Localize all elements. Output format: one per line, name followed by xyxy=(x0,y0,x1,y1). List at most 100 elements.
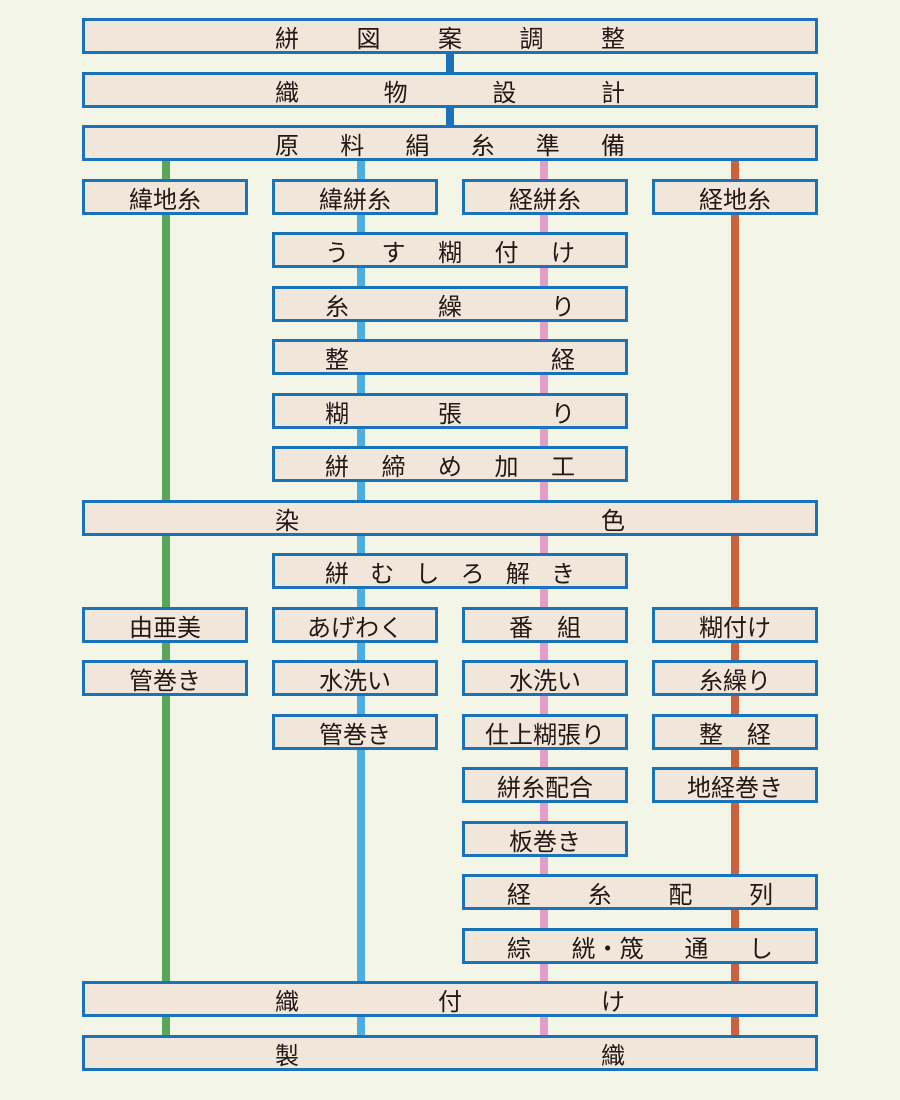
weft-kasuri-step: 水洗い xyxy=(272,660,438,696)
char: 備 xyxy=(600,131,625,160)
warp-kasuri-line xyxy=(540,160,548,1035)
step-char: 水洗い xyxy=(319,666,391,695)
step-char: き xyxy=(550,559,575,588)
warp-ground-thread: 経地糸 xyxy=(652,179,818,215)
step-char: け xyxy=(551,238,575,267)
step-kasuri-design: 絣 図 案 調 整 xyxy=(82,18,818,54)
step-char: 糸 xyxy=(325,292,349,321)
step-char: 整 xyxy=(325,345,349,374)
weft-kasuri-thread: 緯絣糸 xyxy=(272,179,438,215)
step-warping: 整経 xyxy=(272,339,628,375)
char: 調 xyxy=(519,24,544,53)
step-char: 絣 xyxy=(325,452,349,481)
step-char: す xyxy=(381,238,406,267)
char: 案 xyxy=(438,24,462,53)
step-char: め xyxy=(438,452,462,481)
char: 準 xyxy=(535,131,560,160)
step-binding: 絣締め加工 xyxy=(272,446,628,482)
step-char: 由亜美 xyxy=(129,613,201,642)
char: 絣 xyxy=(275,24,299,53)
warp-ground-line xyxy=(731,160,739,1035)
step-char: 糸 xyxy=(587,880,612,909)
step-starching: 糊張り xyxy=(272,393,628,429)
step-char: 織 xyxy=(601,1041,625,1070)
step-char: 工 xyxy=(551,452,575,481)
warp-ground-step: 整 経 xyxy=(652,714,818,750)
step-char: り xyxy=(551,292,575,321)
step-char: 緯地糸 xyxy=(129,185,201,214)
step-char: し xyxy=(415,559,440,588)
weft-ground-thread: 緯地糸 xyxy=(82,179,248,215)
warp-kasuri-step: 番 組 xyxy=(462,607,628,643)
step-char: 絣 xyxy=(325,559,349,588)
char: 原 xyxy=(275,131,299,160)
warp-kasuri-step: 板巻き xyxy=(462,821,628,857)
step-weaving: 製織 xyxy=(82,1035,818,1071)
step-material-prep: 原 料 絹 糸 準 備 xyxy=(82,125,818,161)
step-char: 繰 xyxy=(438,292,462,321)
step-char: し xyxy=(748,934,773,963)
weft-kasuri-line xyxy=(357,160,365,1035)
step-char: 番 組 xyxy=(509,613,581,642)
warp-ground-step: 糸繰り xyxy=(652,660,818,696)
step-char: あげわく xyxy=(307,613,403,642)
step-char: 糊 xyxy=(438,238,462,267)
step-char: 製 xyxy=(275,1041,299,1070)
step-char: 配 xyxy=(668,880,693,909)
step-dyeing: 染色 xyxy=(82,500,818,536)
warp-kasuri-thread: 経絣糸 xyxy=(462,179,628,215)
char: 絹 xyxy=(405,131,430,160)
step-char: 締 xyxy=(381,452,406,481)
step-char: 管巻き xyxy=(129,666,201,695)
step-char: 絖・筬 xyxy=(571,934,644,963)
step-char: 付 xyxy=(438,987,462,1016)
step-char: 緯絣糸 xyxy=(319,185,391,214)
weft-ground-step: 由亜美 xyxy=(82,607,248,643)
char: 整 xyxy=(601,24,625,53)
warp-kasuri-step: 仕上糊張り xyxy=(462,714,628,750)
step-char: 管巻き xyxy=(319,720,391,749)
step-char: 板巻き xyxy=(509,827,581,856)
char: 設 xyxy=(492,78,517,107)
step-weaving-design: 織 物 設 計 xyxy=(82,72,818,108)
step-char: 張 xyxy=(438,399,462,428)
char: 計 xyxy=(600,78,625,107)
step-char: 経地糸 xyxy=(699,185,771,214)
warp-ground-step: 糊付け xyxy=(652,607,818,643)
weft-ground-line xyxy=(162,160,170,1035)
step-loom-setup: 織付け xyxy=(82,981,818,1017)
step-char: 糸繰り xyxy=(699,666,771,695)
step-char: け xyxy=(601,987,625,1016)
step-threading: 綜 絖・筬 通 し xyxy=(462,928,818,964)
step-char: 色 xyxy=(601,506,625,535)
weft-ground-step: 管巻き xyxy=(82,660,248,696)
step-char: 列 xyxy=(748,880,773,909)
step-light-sizing: うす糊付け xyxy=(272,232,628,268)
step-char: 解 xyxy=(505,559,530,588)
step-char: 糊 xyxy=(325,399,349,428)
step-char: 綜 xyxy=(507,934,531,963)
step-char: 通 xyxy=(684,934,709,963)
step-char: ろ xyxy=(460,559,485,588)
step-char: む xyxy=(370,559,395,588)
step-char: 水洗い xyxy=(509,666,581,695)
char: 図 xyxy=(356,24,381,53)
step-warp-arrangement: 経糸配列 xyxy=(462,874,818,910)
warp-kasuri-step: 水洗い xyxy=(462,660,628,696)
step-char: 染 xyxy=(275,506,299,535)
step-char: 付 xyxy=(494,238,519,267)
step-char: 整 経 xyxy=(699,720,771,749)
step-char: 織 xyxy=(275,987,299,1016)
warp-ground-step: 地経巻き xyxy=(652,767,818,803)
step-char: 地経巻き xyxy=(687,773,783,802)
step-char: 経 xyxy=(507,880,531,909)
step-char: 加 xyxy=(494,452,519,481)
weft-kasuri-step: あげわく xyxy=(272,607,438,643)
step-thread-winding: 糸繰り xyxy=(272,286,628,322)
step-char: 経絣糸 xyxy=(509,185,581,214)
step-char: 経 xyxy=(551,345,575,374)
char: 織 xyxy=(275,78,299,107)
step-char: う xyxy=(325,238,349,267)
step-unbinding: 絣むしろ解き xyxy=(272,553,628,589)
step-char: 絣糸配合 xyxy=(497,773,593,802)
